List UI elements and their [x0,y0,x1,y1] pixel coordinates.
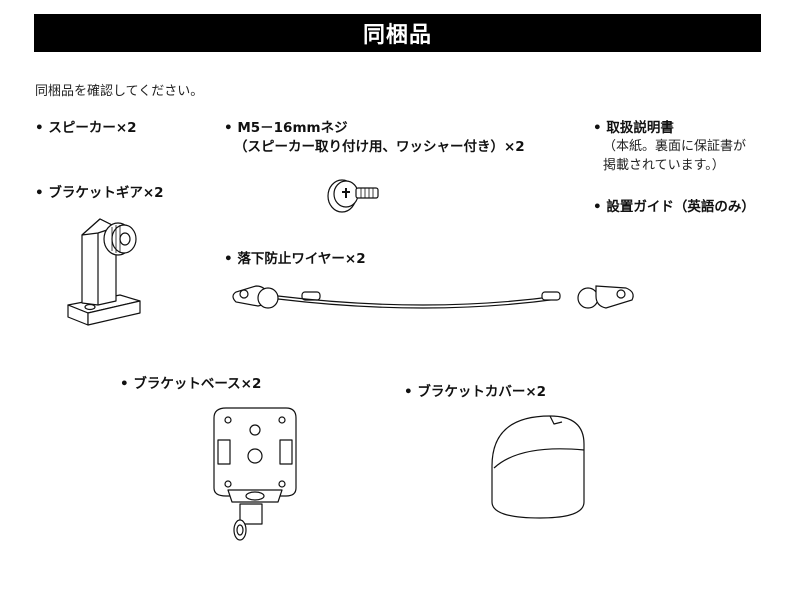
item-manual-note-2: 掲載されています。） [603,158,725,173]
bracket-base-icon [213,407,297,541]
screw-icon [327,179,379,213]
page-title: 同梱品 [362,23,432,48]
item-screw: • M5－16mmネジ [224,120,348,136]
item-speaker: • スピーカー×2 [35,120,137,136]
item-bracket-gear: • ブラケットギア×2 [35,185,164,201]
item-manual: • 取扱説明書 [593,120,674,136]
item-safety-wire: • 落下防止ワイヤー×2 [224,251,366,267]
intro-text: 同梱品を確認してください。 [35,84,204,99]
bracket-cover-icon [491,415,585,519]
item-setup-guide: • 設置ガイド（英語のみ） [593,199,755,215]
item-bracket-base: • ブラケットベース×2 [120,376,262,392]
item-screw-detail: （スピーカー取り付け用、ワッシャー付き）×2 [234,139,525,155]
safety-wire-icon [232,285,634,309]
bracket-gear-icon [67,218,141,326]
header-bar: 同梱品 [34,14,761,52]
item-manual-note-1: （本紙。裏面に保証書が [603,139,747,154]
item-bracket-cover: • ブラケットカバー×2 [404,384,547,400]
